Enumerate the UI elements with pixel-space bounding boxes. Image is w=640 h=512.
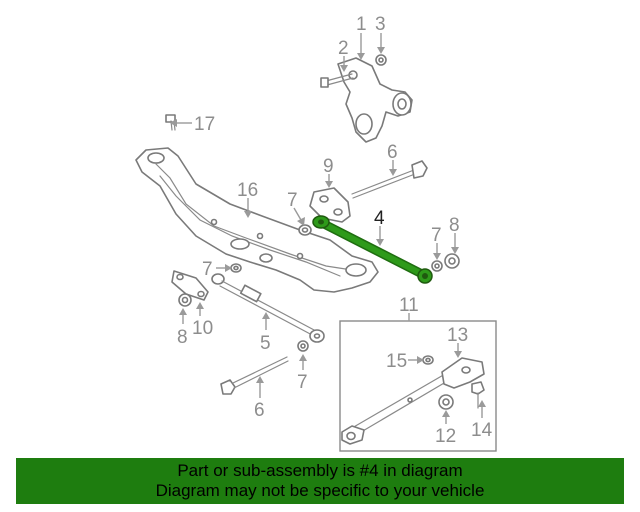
callout-1: 1 <box>356 14 367 35</box>
callout-8-right: 8 <box>449 215 460 236</box>
nut-part-7-lower <box>297 340 309 352</box>
crossmember-part <box>135 147 379 293</box>
callout-7-left: 7 <box>202 259 213 280</box>
callout-6-upper: 6 <box>387 142 398 163</box>
bolt-part-14 <box>471 381 485 409</box>
parts-diagram: 1 2 3 17 16 9 6 7 4 7 8 7 10 8 5 7 6 11 … <box>135 14 497 452</box>
callout-17: 17 <box>194 114 215 135</box>
notice-line-1: Part or sub-assembly is #4 in diagram <box>177 461 463 480</box>
nut-part-3 <box>375 54 387 66</box>
bolt-part-2 <box>320 73 354 88</box>
callout-7-right: 7 <box>431 225 442 246</box>
callout-5: 5 <box>260 333 271 354</box>
knuckle-part <box>337 57 413 143</box>
nut-part-7-left <box>230 263 242 273</box>
callout-labels: 1 2 3 17 16 9 6 7 4 7 8 7 10 8 5 7 6 11 … <box>177 14 493 447</box>
bolt-part-6-upper <box>351 160 428 199</box>
link-plate-part-10 <box>171 270 209 301</box>
washer-part-8-right <box>444 253 460 269</box>
callout-2: 2 <box>338 38 349 59</box>
bracket-plate-part-9 <box>309 187 351 223</box>
callout-14: 14 <box>471 420 493 441</box>
callout-6-lower: 6 <box>254 400 265 421</box>
trailing-arm-inset <box>341 357 485 445</box>
callout-10: 10 <box>192 318 213 339</box>
washer-part-8-left <box>178 293 192 307</box>
callout-16: 16 <box>237 180 258 201</box>
notice-line-2: Diagram may not be specific to your vehi… <box>155 481 485 500</box>
callout-7-upper: 7 <box>287 190 298 211</box>
callout-7-lower: 7 <box>297 372 308 393</box>
callout-12: 12 <box>435 426 456 447</box>
callout-3: 3 <box>375 14 386 35</box>
callout-4: 4 <box>374 208 385 229</box>
link-rod-part-5 <box>211 273 325 343</box>
callout-13: 13 <box>447 325 468 346</box>
notice-banner: Part or sub-assembly is #4 in diagram Di… <box>16 458 624 504</box>
nut-part-7-right <box>431 260 443 272</box>
nut-part-15 <box>422 355 434 365</box>
callout-9: 9 <box>323 156 334 177</box>
callout-8-left: 8 <box>177 327 188 348</box>
callout-11: 11 <box>399 295 419 316</box>
bolt-part-6-lower <box>220 356 289 395</box>
callout-15: 15 <box>386 351 407 372</box>
nut-part-7-upper <box>298 224 312 236</box>
bushing-part-12 <box>438 394 454 410</box>
leader-lines <box>170 33 486 424</box>
lateral-arm-part-4[interactable] <box>312 215 433 284</box>
inset-box <box>339 320 497 452</box>
